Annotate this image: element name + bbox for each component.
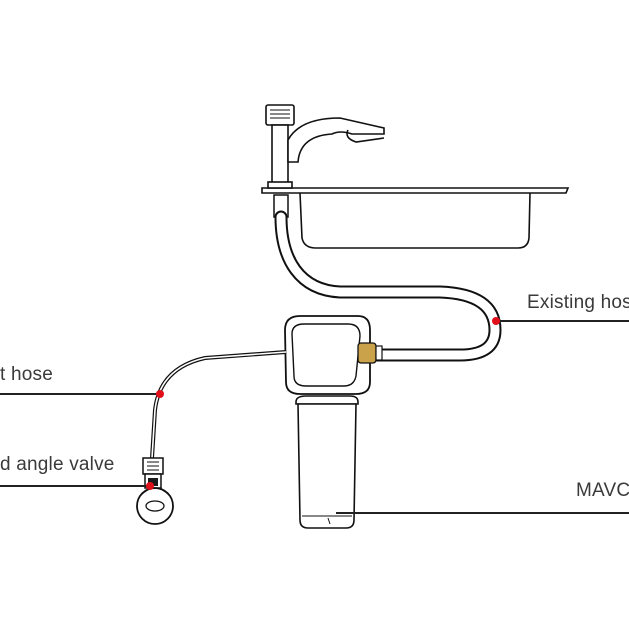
existing-hose bbox=[273, 194, 502, 362]
marker-inlet-hose bbox=[156, 390, 164, 398]
label-existing-hose: Existing hos bbox=[527, 292, 629, 313]
leader-lines bbox=[0, 320, 629, 514]
filter-head bbox=[284, 315, 383, 395]
angle-valve bbox=[136, 457, 174, 525]
marker-existing-hose bbox=[492, 317, 500, 325]
faucet bbox=[265, 104, 385, 189]
inlet-fitting bbox=[357, 342, 377, 364]
faucet-base bbox=[267, 181, 293, 189]
markers bbox=[146, 317, 500, 490]
label-model: MAVC bbox=[576, 480, 629, 501]
faucet-spout bbox=[287, 117, 385, 163]
faucet-body bbox=[271, 124, 289, 186]
sink-basin bbox=[299, 192, 531, 249]
faucet-handle bbox=[265, 104, 295, 126]
label-angle-valve: d angle valve bbox=[0, 454, 115, 475]
label-inlet-hose: t hose bbox=[0, 364, 53, 385]
filter-cartridge bbox=[295, 395, 359, 529]
marker-angle-valve bbox=[146, 482, 154, 490]
inlet-hose bbox=[150, 350, 287, 459]
sink-rim bbox=[261, 187, 570, 194]
sink bbox=[261, 187, 570, 249]
